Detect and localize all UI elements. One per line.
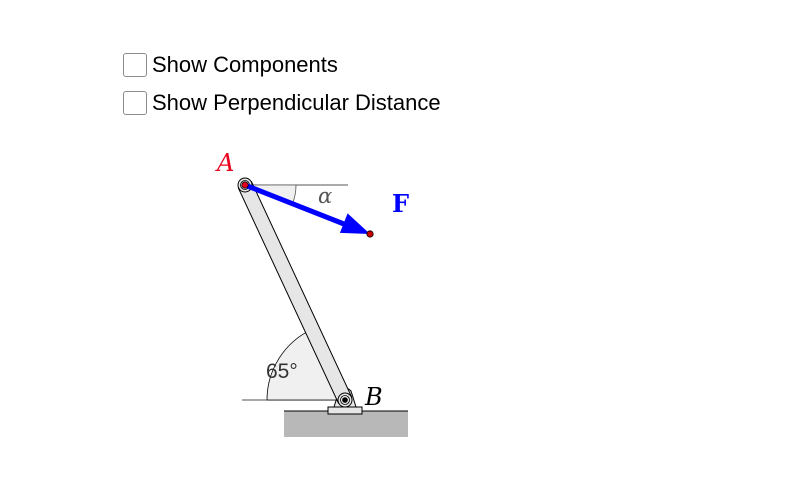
force-vector-shaft bbox=[244, 182, 345, 227]
support-base bbox=[327, 406, 363, 415]
force-label: F bbox=[392, 189, 409, 218]
point-a-label: A bbox=[215, 149, 234, 177]
angle-b-label: 65° bbox=[266, 360, 298, 383]
show-components-checkbox[interactable] bbox=[123, 53, 147, 77]
point-b[interactable] bbox=[342, 397, 348, 403]
pin-b-inner bbox=[340, 395, 350, 405]
force-tip-point[interactable] bbox=[366, 230, 374, 238]
show-perpendicular-distance-checkbox[interactable] bbox=[123, 91, 147, 115]
force-vector-arrowhead bbox=[339, 213, 370, 234]
point-a[interactable] bbox=[241, 181, 249, 189]
alpha-label: α bbox=[318, 184, 332, 208]
show-perpendicular-distance-label: Show Perpendicular Distance bbox=[152, 90, 441, 115]
ground bbox=[284, 411, 408, 437]
show-components-label: Show Components bbox=[152, 52, 338, 77]
show-perpendicular-distance-toggle[interactable]: Show Perpendicular Distance bbox=[123, 89, 441, 117]
show-components-toggle[interactable]: Show Components bbox=[123, 51, 338, 79]
point-b-label: B bbox=[364, 383, 383, 411]
